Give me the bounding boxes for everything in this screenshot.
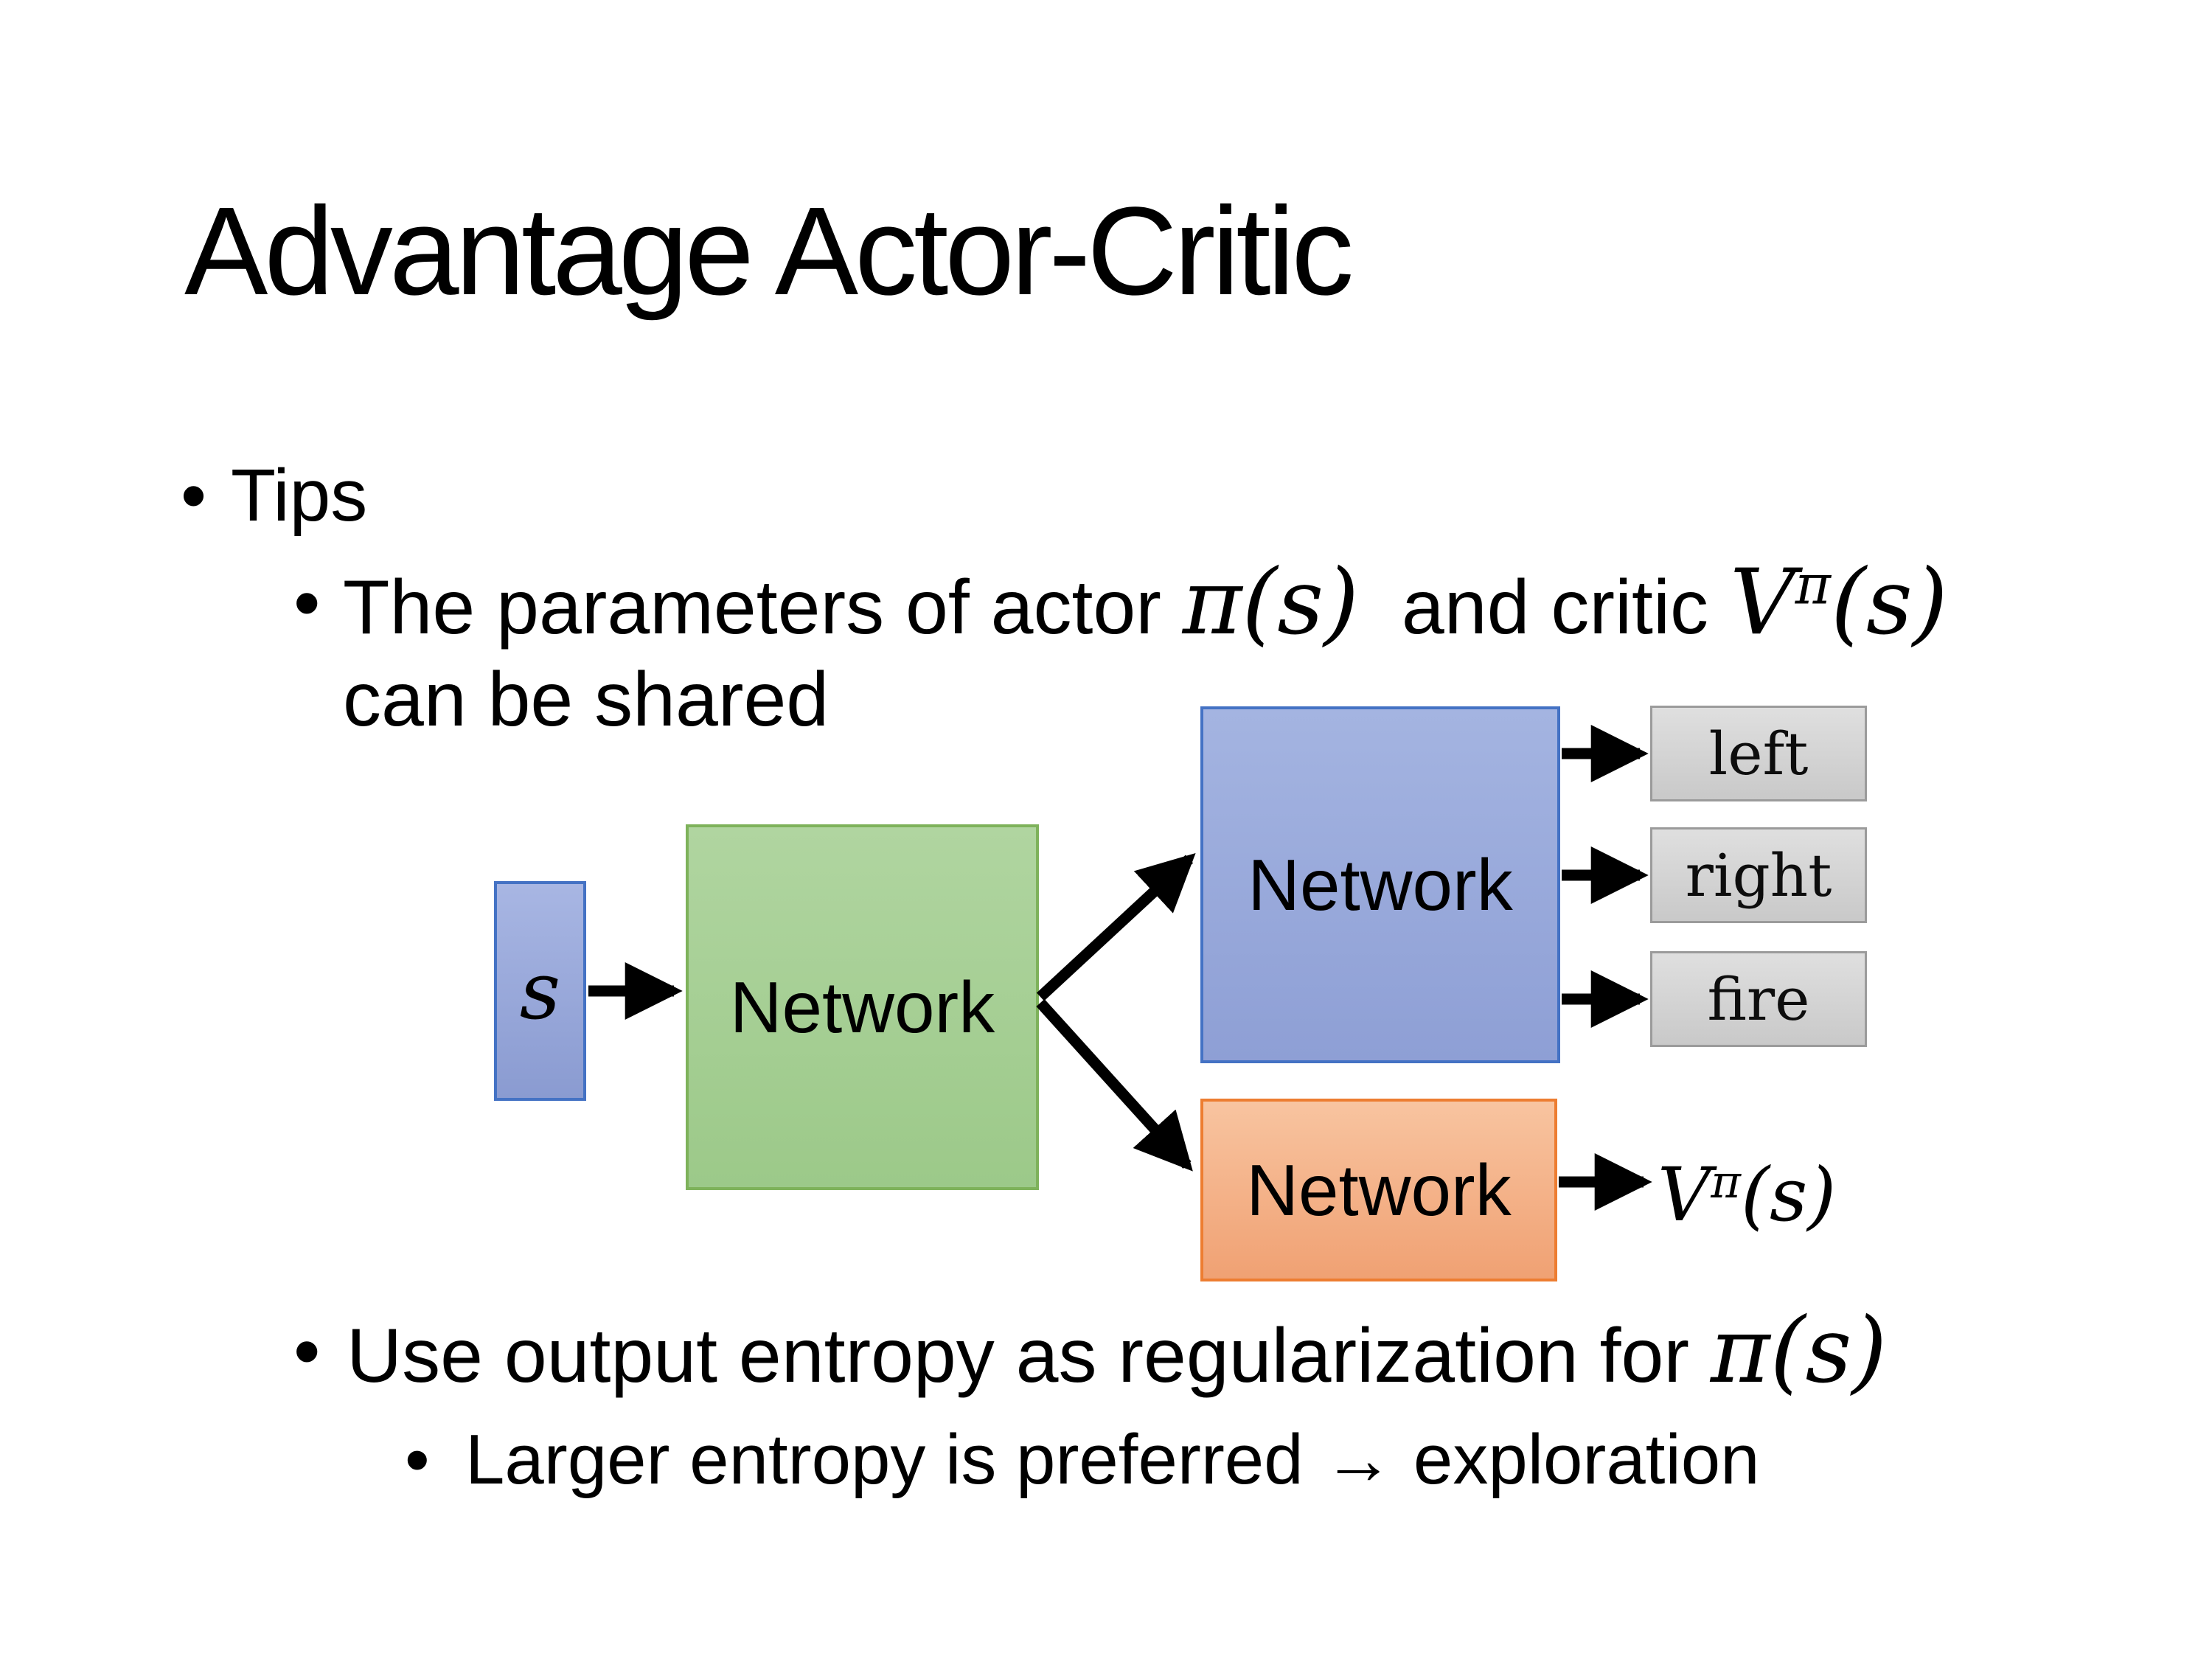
- actor-policy-math: π(s): [1182, 549, 1360, 655]
- exploration-text: Larger entropy is preferred → exploratio…: [465, 1420, 1760, 1499]
- value-output-base: V: [1658, 1152, 1711, 1238]
- bullet-row-entropy: • Use output entropy as regularization f…: [293, 1305, 1887, 1402]
- shared-network-box: Network: [686, 824, 1039, 1190]
- shared-params-line2: can be shared: [343, 657, 830, 742]
- critic-network-box: Network: [1200, 1099, 1557, 1281]
- critic-value-base: V: [1729, 549, 1795, 655]
- entropy-text: Use output entropy as regularization for…: [347, 1305, 1887, 1402]
- entropy-pre-text: Use output entropy as regularization for: [347, 1313, 1711, 1399]
- action-box-fire: fire: [1650, 951, 1867, 1047]
- bullet-icon: •: [293, 1309, 321, 1394]
- shared-network-label: Network: [729, 966, 995, 1048]
- value-output-superscript: π: [1711, 1155, 1741, 1208]
- shared-pre-text: The parameters of actor: [343, 565, 1183, 650]
- shared-params-text: The parameters of actor π(s) and critic …: [343, 557, 1948, 746]
- bullet-icon: •: [181, 454, 207, 537]
- critic-value-args: (s): [1830, 549, 1948, 655]
- bullet-icon: •: [293, 560, 321, 646]
- critic-value-superscript: π: [1795, 554, 1831, 617]
- critic-value-math: Vπ(s): [1730, 549, 1948, 655]
- action-box-left: left: [1650, 706, 1867, 801]
- state-input-box: s: [494, 881, 586, 1101]
- shared-params-line1: The parameters of actor π(s) and critic …: [343, 557, 1948, 650]
- action-box-right: right: [1650, 827, 1867, 923]
- value-output-args: (s): [1740, 1152, 1837, 1238]
- bullet-row-exploration: • Larger entropy is preferred → explorat…: [405, 1417, 1760, 1503]
- bullet-row-tips: • Tips: [181, 451, 367, 540]
- arrow-shared-to-critic-network: [1036, 998, 1193, 1172]
- actor-network-label: Network: [1248, 844, 1513, 925]
- bullet-row-shared-params: • The parameters of actor π(s) and criti…: [293, 557, 1948, 746]
- value-output-math: Vπ(s): [1658, 1141, 1836, 1236]
- critic-network-label: Network: [1246, 1149, 1512, 1231]
- bullet-icon: •: [405, 1420, 430, 1499]
- arrow-shared-to-actor-network: [1036, 853, 1196, 1001]
- state-label: s: [519, 945, 561, 1037]
- tips-label: Tips: [231, 454, 368, 537]
- shared-mid-text: and critic: [1359, 565, 1730, 650]
- slide-title: Advantage Actor-Critic: [184, 181, 1354, 321]
- actor-network-box: Network: [1200, 706, 1560, 1063]
- entropy-policy-math: π(s): [1710, 1298, 1888, 1403]
